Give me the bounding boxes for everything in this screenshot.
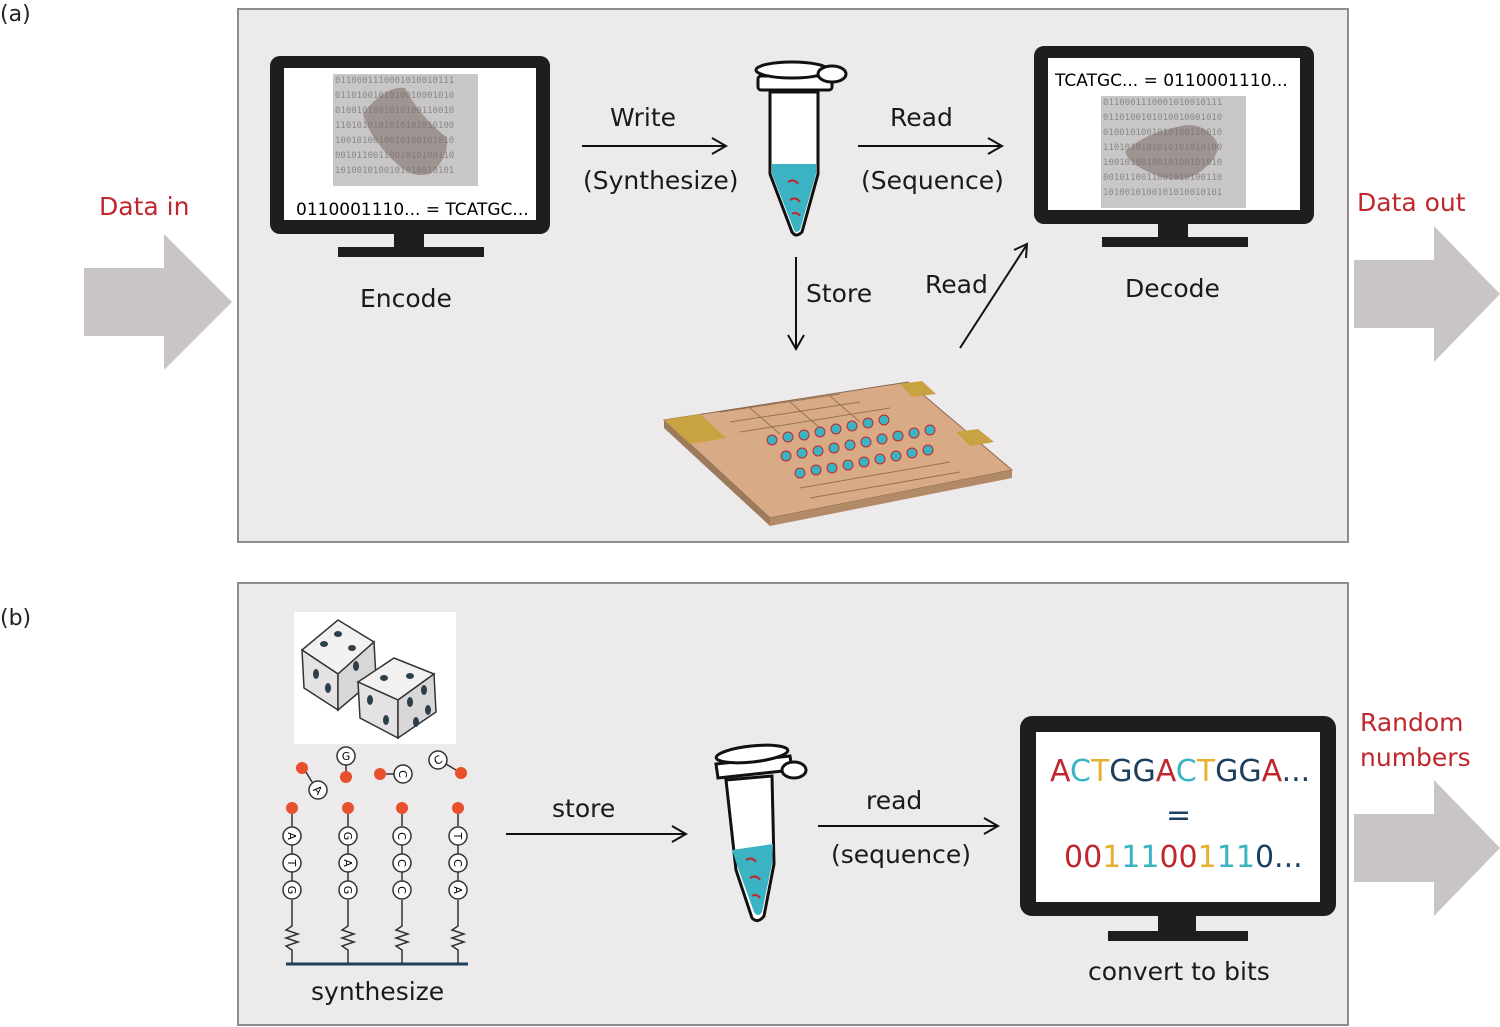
svg-text:C: C [396, 770, 409, 778]
store-label-b: store [552, 794, 616, 823]
svg-text:A: A [285, 832, 298, 840]
binary-row: 1010010100101010010101 [335, 166, 455, 176]
strand-3: C C C [392, 802, 412, 964]
hand-image [363, 87, 448, 176]
encode-image-frame: 0110001110001010010111 01101001010100100… [333, 74, 478, 186]
bit-digit: 1 [1102, 840, 1122, 875]
test-tube-b [714, 743, 808, 923]
svg-text:G: G [341, 832, 354, 841]
dna-letter: A [1261, 754, 1282, 789]
encode-label: Encode [360, 284, 452, 313]
decode-label: Decode [1125, 274, 1220, 303]
store-label: Store [806, 279, 873, 308]
sequence-label-top: (Sequence) [861, 166, 1004, 195]
svg-text:C: C [395, 886, 408, 894]
free-base-c2: C [428, 750, 467, 779]
strand-2: G A G [338, 802, 358, 964]
free-base-a: A [296, 762, 328, 800]
bit-digit: 11 [1216, 840, 1255, 875]
svg-text:C: C [395, 859, 408, 867]
svg-text:G: G [285, 886, 298, 895]
chip-dots [766, 414, 936, 479]
dice-icon [294, 612, 456, 744]
store-arrow-b [506, 825, 688, 843]
sequence-label-b: (sequence) [831, 840, 971, 869]
test-tube-a [754, 60, 848, 237]
write-arrow [582, 137, 729, 155]
dna-letter: A [1050, 754, 1070, 789]
panel-a-label: (a) [0, 2, 31, 27]
dna-letter: C [1175, 754, 1197, 789]
dna-strands: A G C C A T G G A G C [282, 746, 468, 966]
bit-digit: 00 [1159, 840, 1198, 875]
bits-sequence-text: 00111001110... [1064, 840, 1303, 875]
decode-image-frame: 0110001110001010010111 01101001010100100… [1101, 96, 1246, 208]
data-out-label: Data out [1357, 188, 1466, 217]
dna-sequence-text: ACTGGACTGGA... [1050, 754, 1310, 789]
dna-letter: G [1109, 754, 1133, 789]
free-base-g: G [336, 746, 356, 783]
bit-digit: ... [1274, 840, 1303, 875]
bit-digit: 1 [1197, 840, 1217, 875]
data-in-arrow [84, 234, 232, 370]
convert-label: convert to bits [1088, 957, 1270, 986]
binary-row: 0110001110001010010111 [335, 76, 455, 86]
read-label-b: read [866, 786, 923, 815]
write-label: Write [610, 103, 677, 132]
read-label-top: Read [890, 103, 953, 132]
dna-chip [662, 381, 1014, 526]
hand-image [1125, 124, 1218, 180]
dna-letter: A [1155, 754, 1176, 789]
dna-letter: C [1070, 754, 1091, 789]
binary-row: 0110001110001010010111 [1103, 98, 1223, 108]
svg-text:T: T [451, 832, 464, 840]
strand-1: A T G [282, 802, 302, 964]
random-label-1: Random [1360, 708, 1464, 737]
read-arrow-b [818, 817, 1001, 835]
strand-4: T C A [448, 802, 468, 964]
panel-b-label: (b) [0, 606, 32, 631]
read-arrow-top [858, 137, 1005, 155]
bit-digit: 00 [1064, 840, 1103, 875]
dna-letter: G [1215, 754, 1239, 789]
random-numbers-arrow [1354, 780, 1500, 916]
bits-monitor [1020, 716, 1336, 941]
binary-row: 1010010100101010010101 [1103, 188, 1223, 198]
svg-text:G: G [342, 750, 351, 763]
store-arrow [787, 257, 805, 351]
binary-row: 0010110011001010100110 [1103, 173, 1223, 183]
svg-text:C: C [395, 832, 408, 840]
binary-row: 0110100101010010001010 [1103, 113, 1223, 123]
dna-letter: T [1090, 754, 1110, 789]
svg-text:T: T [285, 859, 298, 867]
svg-text:C: C [451, 859, 464, 867]
dna-letter: T [1196, 754, 1216, 789]
bit-digit: 0 [1254, 840, 1275, 875]
read-arrow-diagonal [959, 242, 1029, 349]
bit-digit: 11 [1121, 840, 1160, 875]
dna-letter: G [1238, 754, 1262, 789]
data-out-arrow [1354, 226, 1500, 362]
data-in-label: Data in [99, 192, 190, 221]
equals-sign: = [1166, 798, 1192, 833]
svg-text:A: A [341, 859, 354, 867]
read-label-diagonal: Read [925, 270, 988, 299]
decode-screen-text: TCATGC... = 0110001110... [1055, 71, 1288, 91]
dna-letter: ... [1281, 754, 1311, 789]
dna-letter: G [1132, 754, 1156, 789]
svg-text:A: A [451, 886, 464, 894]
random-label-2: numbers [1360, 743, 1471, 772]
synthesize-label-b: synthesize [311, 977, 445, 1006]
synthesize-label: (Synthesize) [583, 166, 739, 195]
free-base-c1: C [374, 764, 413, 784]
svg-text:G: G [341, 886, 354, 895]
encode-screen-text: 0110001110... = TCATGC... [296, 200, 529, 220]
